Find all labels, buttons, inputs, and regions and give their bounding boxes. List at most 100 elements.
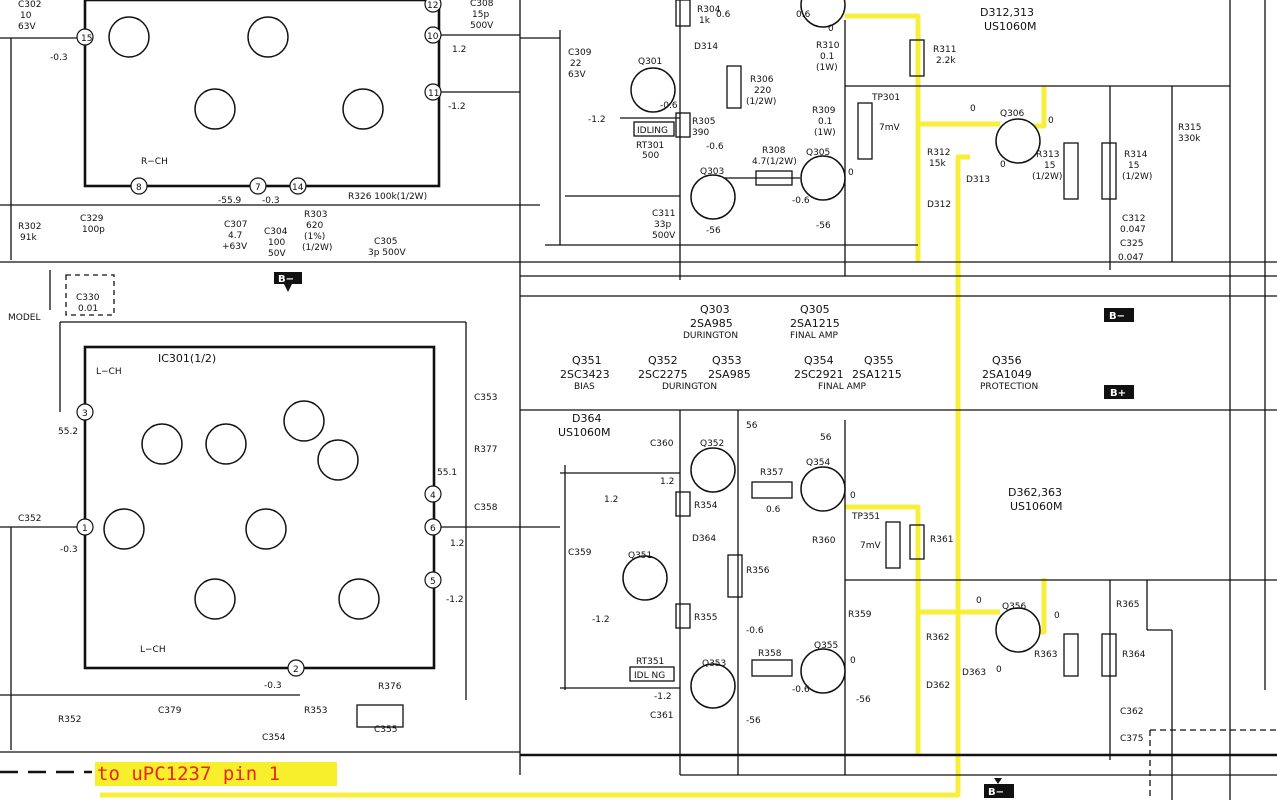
svg-text:15: 15: [1044, 161, 1055, 171]
svg-text:2SA985: 2SA985: [708, 368, 751, 381]
svg-text:0: 0: [828, 24, 834, 34]
svg-text:D364: D364: [692, 534, 716, 544]
svg-text:IDL NG: IDL NG: [634, 671, 665, 681]
svg-text:Q355: Q355: [814, 641, 838, 651]
svg-text:0.1: 0.1: [818, 117, 832, 127]
svg-text:-56: -56: [816, 221, 831, 231]
svg-text:1.2: 1.2: [604, 495, 618, 505]
svg-text:500V: 500V: [652, 231, 676, 241]
svg-text:1.2: 1.2: [452, 45, 466, 55]
svg-text:500V: 500V: [470, 21, 494, 31]
svg-text:FINAL AMP: FINAL AMP: [818, 382, 867, 392]
svg-text:-1.2: -1.2: [592, 615, 610, 625]
svg-text:-56: -56: [746, 716, 761, 726]
svg-text:0.6: 0.6: [766, 505, 781, 515]
c330-dashed-box: [65, 274, 115, 316]
svg-text:R361: R361: [930, 535, 953, 545]
pin-12: 12: [427, 1, 438, 11]
svg-text:-0.6: -0.6: [792, 196, 810, 206]
svg-text:390: 390: [692, 128, 709, 138]
svg-text:-0.3: -0.3: [264, 681, 282, 691]
annotation-callout: to uPC1237 pin 1: [95, 762, 337, 786]
annotation-text: to uPC1237 pin 1: [97, 763, 280, 785]
svg-text:TP351: TP351: [851, 512, 880, 522]
svg-text:2SC2921: 2SC2921: [794, 368, 844, 381]
svg-text:Q303: Q303: [700, 303, 730, 316]
svg-text:Q352: Q352: [648, 354, 678, 367]
svg-text:-0.6: -0.6: [706, 142, 724, 152]
svg-text:0.047: 0.047: [1118, 253, 1144, 263]
svg-text:R306: R306: [750, 75, 774, 85]
pin-4: 4: [430, 491, 436, 501]
svg-text:(1/2W): (1/2W): [1032, 172, 1062, 182]
svg-text:0.1: 0.1: [820, 52, 834, 62]
svg-text:(1/2W): (1/2W): [1122, 172, 1152, 182]
svg-text:3p 500V: 3p 500V: [368, 248, 406, 258]
svg-text:C362: C362: [1120, 707, 1143, 717]
svg-text:Q356: Q356: [992, 354, 1022, 367]
svg-text:R364: R364: [1122, 650, 1146, 660]
svg-text:C359: C359: [568, 548, 592, 558]
bus-badge-bminus-top: B−: [274, 272, 302, 292]
svg-text:91k: 91k: [20, 233, 37, 243]
svg-text:330k: 330k: [1178, 134, 1201, 144]
svg-text:R353: R353: [304, 706, 327, 716]
svg-text:L−CH: L−CH: [140, 645, 166, 655]
svg-text:7mV: 7mV: [879, 123, 900, 133]
svg-text:C361: C361: [650, 711, 673, 721]
pin-1: 1: [82, 524, 88, 534]
svg-text:BIAS: BIAS: [574, 382, 595, 392]
svg-text:R310: R310: [816, 41, 840, 51]
svg-text:Q351: Q351: [572, 354, 602, 367]
svg-text:Q354: Q354: [804, 354, 834, 367]
svg-text:1.2: 1.2: [660, 477, 674, 487]
svg-text:R356: R356: [746, 566, 770, 576]
svg-text:R311: R311: [933, 45, 956, 55]
part-headings: D312,313 US1060M D362,363 US1060M D364 U…: [8, 6, 1063, 513]
highlighted-trace: [100, 13, 1047, 798]
svg-text:500: 500: [642, 151, 659, 161]
svg-text:2.2k: 2.2k: [936, 56, 956, 66]
svg-text:Q355: Q355: [864, 354, 894, 367]
svg-text:C375: C375: [1120, 734, 1143, 744]
svg-text:-1.2: -1.2: [448, 102, 466, 112]
svg-text:D313: D313: [966, 175, 990, 185]
svg-text:FINAL AMP: FINAL AMP: [790, 331, 839, 341]
svg-text:0.047: 0.047: [1120, 225, 1146, 235]
svg-text:DURINGTON: DURINGTON: [662, 382, 717, 392]
pin-5: 5: [430, 577, 436, 587]
svg-text:Q301: Q301: [638, 57, 662, 67]
svg-text:R376: R376: [378, 682, 402, 692]
svg-text:D314: D314: [694, 42, 718, 52]
svg-text:C329: C329: [80, 214, 104, 224]
svg-text:DURINGTON: DURINGTON: [683, 331, 738, 341]
svg-text:RT301: RT301: [636, 141, 664, 151]
svg-text:100: 100: [268, 238, 285, 248]
svg-text:C360: C360: [650, 439, 674, 449]
svg-text:R308: R308: [762, 146, 786, 156]
svg-text:15k: 15k: [929, 159, 946, 169]
svg-text:-56: -56: [706, 226, 721, 236]
voltage-readings: -0.3 1.2 -1.2 -0.6 -1.2 -0.6 0.6 0.6 0 0…: [50, 10, 1060, 726]
svg-text:2SA985: 2SA985: [690, 317, 733, 330]
svg-text:C308: C308: [470, 0, 494, 9]
svg-text:R377: R377: [474, 445, 497, 455]
svg-text:R360: R360: [812, 536, 836, 546]
svg-text:2SA1215: 2SA1215: [852, 368, 902, 381]
svg-text:R352: R352: [58, 715, 81, 725]
svg-text:-0.6: -0.6: [746, 626, 764, 636]
svg-text:-55.9: -55.9: [218, 196, 242, 206]
svg-text:+63V: +63V: [222, 242, 248, 252]
svg-text:US1060M: US1060M: [984, 20, 1037, 33]
svg-text:Q353: Q353: [712, 354, 742, 367]
svg-text:Q354: Q354: [806, 458, 831, 468]
svg-text:50V: 50V: [268, 249, 286, 259]
pin-7: 7: [255, 183, 261, 193]
svg-text:0: 0: [850, 656, 856, 666]
svg-text:R309: R309: [812, 106, 836, 116]
svg-text:D364: D364: [572, 412, 601, 425]
svg-text:C352: C352: [18, 514, 41, 524]
svg-text:0: 0: [976, 596, 982, 606]
